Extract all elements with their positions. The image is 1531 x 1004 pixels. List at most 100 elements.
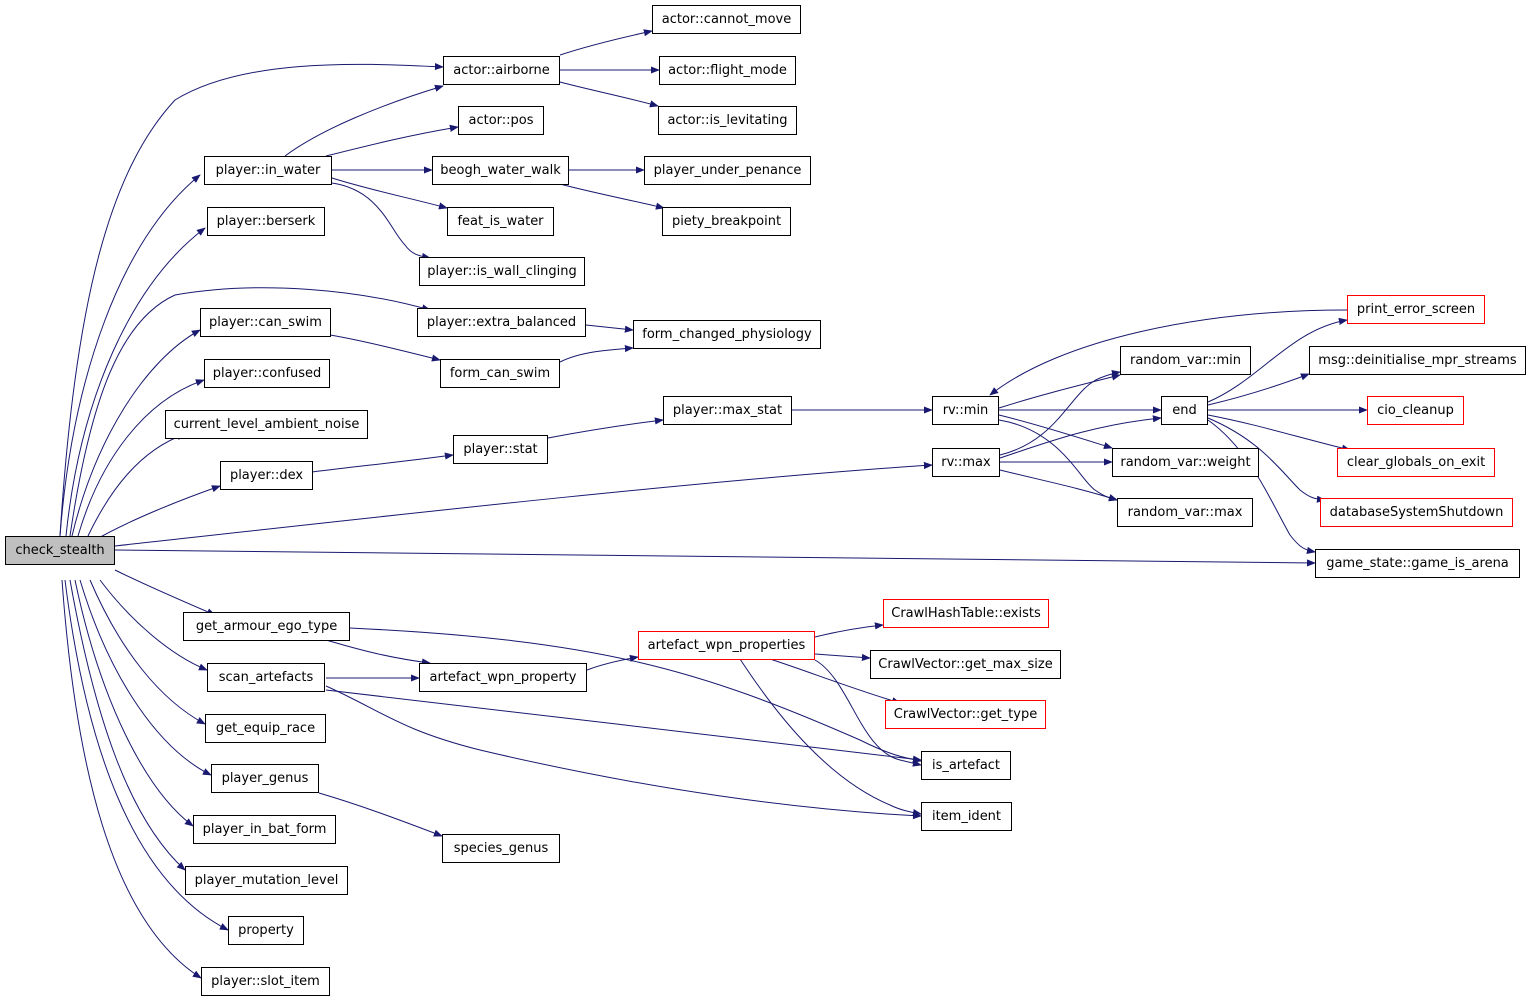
node-random-var-weight[interactable]: random_var::weight bbox=[1112, 448, 1259, 477]
node-player-confused[interactable]: player::confused bbox=[204, 359, 330, 388]
node-current-level-ambient-noise[interactable]: current_level_ambient_noise bbox=[165, 410, 368, 439]
call-edge bbox=[1207, 373, 1310, 406]
call-edge bbox=[999, 415, 1162, 459]
call-edge bbox=[325, 639, 431, 666]
call-edge bbox=[814, 622, 884, 638]
call-edge bbox=[559, 81, 659, 108]
call-edge bbox=[331, 177, 448, 210]
call-edge bbox=[89, 579, 206, 725]
call-edge bbox=[284, 84, 444, 157]
node-player-in-bat-form[interactable]: player_in_bat_form bbox=[193, 815, 336, 844]
call-edge bbox=[1207, 317, 1348, 403]
node-player-slot-item[interactable]: player::slot_item bbox=[201, 967, 330, 996]
call-edge bbox=[69, 287, 431, 537]
node-player-in-water[interactable]: player::in_water bbox=[204, 156, 332, 185]
call-edge bbox=[999, 370, 1121, 456]
node-player-max-stat[interactable]: player::max_stat bbox=[663, 396, 792, 425]
node-item-ident[interactable]: item_ident bbox=[921, 802, 1012, 831]
call-edge bbox=[99, 579, 208, 671]
call-edge bbox=[59, 62, 444, 537]
node-form-can-swim[interactable]: form_can_swim bbox=[440, 359, 560, 388]
node-actor-cannot-move[interactable]: actor::cannot_move bbox=[652, 5, 801, 34]
call-edge bbox=[559, 29, 653, 56]
node-species-genus[interactable]: species_genus bbox=[442, 834, 560, 863]
node-player-mutation-level[interactable]: player_mutation_level bbox=[185, 866, 348, 895]
node-clear-globals-on-exit[interactable]: clear_globals_on_exit bbox=[1337, 448, 1495, 477]
call-edge bbox=[349, 627, 922, 764]
node-rv-max[interactable]: rv::max bbox=[932, 448, 1000, 477]
node-actor-airborne[interactable]: actor::airborne bbox=[443, 56, 560, 85]
node-actor-flight-mode[interactable]: actor::flight_mode bbox=[659, 56, 796, 85]
node-print-error-screen[interactable]: print_error_screen bbox=[1347, 295, 1485, 324]
call-edge bbox=[814, 653, 871, 662]
call-edge bbox=[65, 227, 206, 537]
call-edge bbox=[318, 792, 443, 837]
call-edge bbox=[114, 569, 216, 616]
node-player-dex[interactable]: player::dex bbox=[220, 461, 313, 490]
node-check-stealth: check_stealth bbox=[5, 536, 115, 565]
node-is-artefact[interactable]: is_artefact bbox=[921, 751, 1011, 780]
call-edge bbox=[1207, 417, 1326, 503]
call-edge bbox=[1207, 414, 1351, 452]
call-edge bbox=[585, 324, 634, 333]
node-player-under-penance[interactable]: player_under_penance bbox=[644, 156, 811, 185]
node-crawlvector-get-max-size[interactable]: CrawlVector::get_max_size bbox=[870, 650, 1061, 679]
call-edge bbox=[61, 579, 202, 979]
node-crawlhashtable-exists[interactable]: CrawlHashTable::exists bbox=[883, 599, 1049, 628]
call-edge bbox=[547, 417, 664, 439]
call-edge bbox=[311, 452, 454, 473]
node-rv-min[interactable]: rv::min bbox=[932, 396, 999, 425]
call-edge bbox=[559, 344, 634, 363]
call-edge bbox=[331, 182, 431, 260]
call-edge bbox=[87, 433, 186, 537]
node-player-genus[interactable]: player_genus bbox=[211, 764, 319, 793]
node-actor-pos[interactable]: actor::pos bbox=[458, 106, 544, 135]
call-edge bbox=[586, 654, 639, 671]
node-player-can-swim[interactable]: player::can_swim bbox=[200, 308, 331, 337]
node-crawlvector-get-type[interactable]: CrawlVector::get_type bbox=[885, 700, 1046, 729]
node-msg-deinitialise-mpr-streams[interactable]: msg::deinitialise_mpr_streams bbox=[1309, 346, 1526, 375]
call-edge bbox=[325, 124, 459, 157]
call-edge bbox=[77, 379, 205, 537]
call-edge bbox=[1207, 419, 1316, 554]
node-end[interactable]: end bbox=[1161, 396, 1208, 425]
node-random-var-min[interactable]: random_var::min bbox=[1120, 346, 1251, 375]
call-edge bbox=[739, 658, 922, 817]
node-get-equip-race[interactable]: get_equip_race bbox=[205, 714, 326, 743]
call-edge bbox=[998, 419, 1118, 502]
call-edge bbox=[79, 579, 212, 776]
node-artefact-wpn-property[interactable]: artefact_wpn_property bbox=[419, 663, 587, 692]
node-actor-is-levitating[interactable]: actor::is_levitating bbox=[658, 106, 797, 135]
node-beogh-water-walk[interactable]: beogh_water_walk bbox=[432, 156, 569, 185]
call-edge bbox=[94, 485, 221, 541]
node-player-stat[interactable]: player::stat bbox=[453, 435, 548, 464]
node-property[interactable]: property bbox=[228, 916, 304, 945]
call-edge bbox=[769, 658, 901, 705]
node-artefact-wpn-properties[interactable]: artefact_wpn_properties bbox=[638, 631, 815, 660]
node-database-system-shutdown[interactable]: databaseSystemShutdown bbox=[1320, 498, 1513, 527]
node-scan-artefacts[interactable]: scan_artefacts bbox=[207, 663, 325, 692]
node-random-var-max[interactable]: random_var::max bbox=[1117, 498, 1253, 527]
call-edge bbox=[64, 579, 229, 931]
call-edge bbox=[998, 373, 1121, 409]
node-game-state-game-is-arena[interactable]: game_state::game_is_arena bbox=[1315, 549, 1520, 578]
node-form-changed-physiology[interactable]: form_changed_physiology bbox=[633, 320, 821, 349]
call-edge bbox=[329, 334, 441, 362]
call-edge bbox=[325, 685, 922, 820]
node-get-armour-ego-type[interactable]: get_armour_ego_type bbox=[183, 612, 350, 641]
call-edge bbox=[69, 579, 186, 871]
node-player-extra-balanced[interactable]: player::extra_balanced bbox=[417, 308, 586, 337]
call-edge bbox=[999, 469, 1118, 501]
call-edge bbox=[814, 659, 922, 767]
call-edge bbox=[989, 309, 1348, 396]
node-player-is-wall-clinging[interactable]: player::is_wall_clinging bbox=[419, 257, 585, 286]
node-player-berserk[interactable]: player::berserk bbox=[207, 207, 325, 236]
call-edge bbox=[71, 329, 201, 537]
call-edge bbox=[559, 183, 665, 210]
node-piety-breakpoint[interactable]: piety_breakpoint bbox=[662, 207, 791, 236]
node-feat-is-water[interactable]: feat_is_water bbox=[447, 207, 554, 236]
call-edge bbox=[998, 414, 1113, 450]
node-cio-cleanup[interactable]: cio_cleanup bbox=[1367, 396, 1464, 425]
